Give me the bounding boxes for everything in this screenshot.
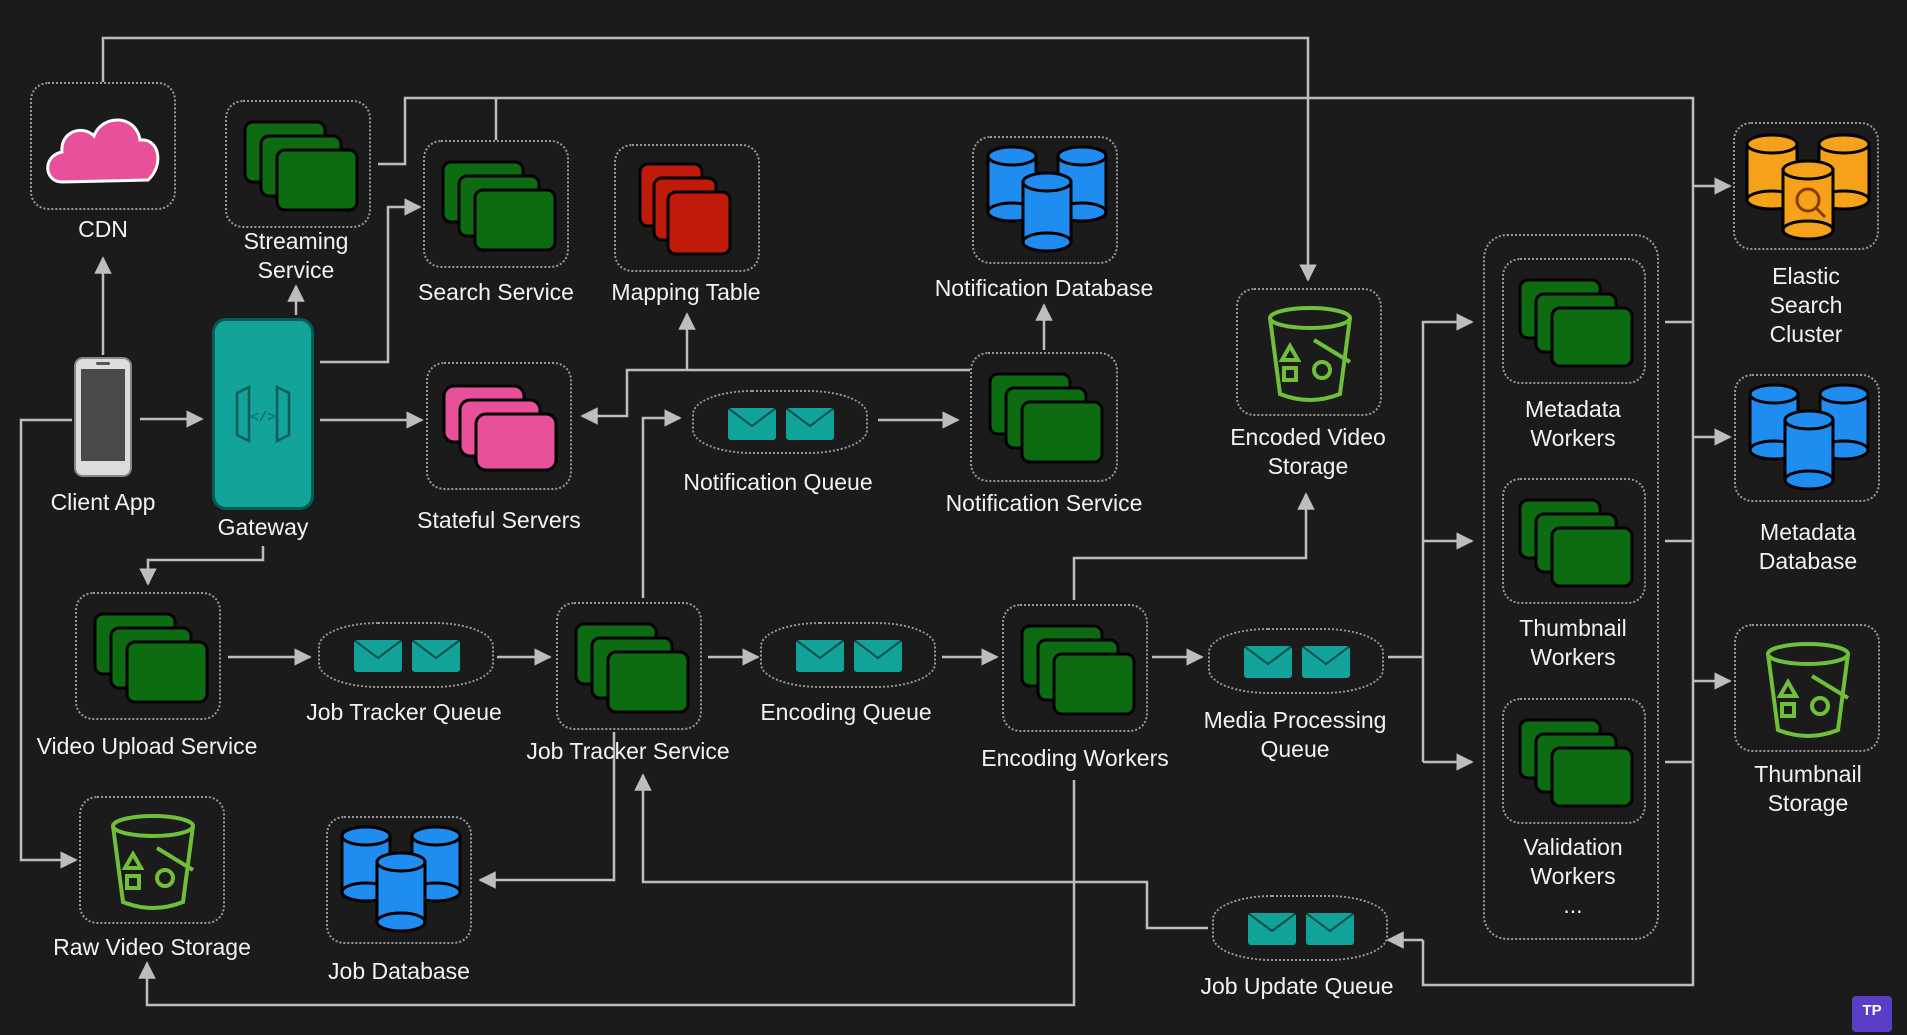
job-database-label: Job Database	[328, 958, 470, 984]
thumbnail-storage-node[interactable]	[1734, 624, 1880, 752]
job-tracker-to-notif-queue-arrow	[641, 409, 682, 598]
validation-workers-node[interactable]	[1502, 698, 1646, 824]
servers-icon	[1518, 498, 1634, 588]
job-update-queue-node[interactable]	[1212, 895, 1388, 961]
search-service-node[interactable]	[423, 140, 569, 268]
database-icon	[986, 145, 1108, 253]
bucket-icon	[1268, 306, 1352, 402]
thumbnail-workers-label: Thumbnail Workers	[1519, 615, 1627, 670]
notification-database-label: Notification Database	[934, 275, 1154, 301]
video-upload-service-label: Video Upload Service	[36, 733, 258, 759]
job-database-node[interactable]	[326, 816, 472, 944]
cdn-to-encoded-storage-line	[101, 36, 1317, 282]
raw-video-storage-node[interactable]	[79, 796, 225, 924]
encoded-video-storage-node[interactable]	[1236, 288, 1382, 416]
phone-icon[interactable]	[72, 355, 136, 483]
envelope-icon	[1244, 646, 1292, 678]
fanout-to-metadata-arrow	[1421, 313, 1474, 762]
search-database-icon	[1745, 133, 1871, 241]
encoding-queue-node[interactable]	[760, 622, 936, 688]
subscribe-badge[interactable]: TP	[1852, 996, 1892, 1032]
envelope-icon	[786, 408, 834, 440]
cdn-node[interactable]	[30, 82, 176, 210]
servers-icon	[574, 622, 690, 714]
media-processing-queue-label: Media Processing Queue	[1203, 707, 1387, 762]
gateway-node[interactable]: </>	[212, 318, 314, 510]
servers-icon	[1518, 718, 1634, 808]
envelope-icon	[796, 640, 844, 672]
jobupdate-to-jtservice-arrow	[634, 773, 1208, 930]
servers-icon	[1518, 278, 1634, 368]
servers-icon	[638, 162, 732, 256]
envelope-icon	[728, 408, 776, 440]
servers-icon	[93, 612, 209, 704]
jtservice-to-jobdb-arrow	[478, 732, 616, 889]
top-bus-line	[378, 96, 1695, 987]
encoded-video-storage-label: Encoded Video Storage	[1230, 424, 1386, 479]
notification-service-label: Notification Service	[945, 490, 1143, 516]
servers-icon	[988, 372, 1104, 464]
envelope-icon	[354, 640, 402, 672]
metadata-workers-label: Metadata Workers	[1525, 396, 1621, 451]
job-tracker-queue-node[interactable]	[318, 622, 494, 688]
search-service-label: Search Service	[418, 279, 574, 305]
encoding-workers-label: Encoding Workers	[981, 745, 1169, 771]
database-icon	[1748, 383, 1870, 491]
job-tracker-service-node[interactable]	[556, 602, 702, 730]
envelope-icon	[1248, 913, 1296, 945]
elastic-search-cluster-label: Elastic Search Cluster	[1769, 263, 1843, 347]
servers-icon	[1020, 624, 1136, 716]
database-icon	[340, 825, 462, 933]
streaming-service-label: Streaming Service	[243, 228, 349, 283]
elastic-search-cluster-node[interactable]	[1733, 122, 1879, 250]
cdn-label: CDN	[78, 216, 128, 242]
thumbnail-workers-node[interactable]	[1502, 478, 1646, 604]
envelope-icon	[1306, 913, 1354, 945]
stateful-servers-node[interactable]	[426, 362, 572, 490]
servers-icon	[442, 384, 558, 472]
validation-workers-label: Validation Workers ...	[1523, 834, 1623, 918]
bucket-icon	[111, 814, 195, 910]
mapping-table-node[interactable]	[614, 144, 760, 272]
stateful-servers-label: Stateful Servers	[417, 507, 581, 533]
notification-service-to-stateful-arrow	[580, 368, 970, 425]
thumbnail-storage-label: Thumbnail Storage	[1754, 761, 1862, 816]
gateway-to-upload-arrow	[139, 546, 265, 586]
media-processing-queue-node[interactable]	[1208, 628, 1384, 694]
envelope-icon	[1302, 646, 1350, 678]
workers-to-encoded-storage-arrow	[1072, 492, 1315, 600]
video-upload-service-node[interactable]	[75, 592, 221, 720]
streaming-service-node[interactable]	[225, 100, 371, 228]
notification-database-node[interactable]	[972, 136, 1118, 264]
cloud-icon	[46, 118, 160, 184]
job-tracker-service-label: Job Tracker Service	[526, 738, 730, 764]
servers-icon	[243, 120, 359, 212]
bucket-icon	[1766, 642, 1850, 738]
metadata-workers-node[interactable]	[1502, 258, 1646, 384]
notification-queue-label: Notification Queue	[683, 469, 873, 495]
job-tracker-queue-label: Job Tracker Queue	[306, 699, 502, 725]
raw-video-storage-label: Raw Video Storage	[53, 934, 251, 960]
envelope-icon	[854, 640, 902, 672]
metadata-database-node[interactable]	[1734, 374, 1880, 502]
mapping-table-label: Mapping Table	[611, 279, 761, 305]
workers-group	[1483, 234, 1659, 940]
gateway-label: Gateway	[217, 514, 309, 540]
svg-text:</>: </>	[250, 410, 275, 426]
notification-service-node[interactable]	[970, 352, 1118, 482]
encoding-queue-label: Encoding Queue	[760, 699, 932, 725]
notification-queue-node[interactable]	[692, 390, 868, 454]
encoding-workers-node[interactable]	[1002, 604, 1148, 732]
client-to-raw-storage-arrow	[19, 418, 78, 869]
job-update-queue-label: Job Update Queue	[1200, 973, 1394, 999]
gateway-to-search-arrow	[320, 198, 422, 364]
envelope-icon	[412, 640, 460, 672]
workers-to-raw-storage-arrow	[138, 780, 1076, 1007]
metadata-database-label: Metadata Database	[1758, 519, 1858, 574]
servers-icon	[441, 160, 557, 252]
gateway-icon: </>	[235, 384, 291, 444]
client-app-label: Client App	[50, 489, 156, 515]
